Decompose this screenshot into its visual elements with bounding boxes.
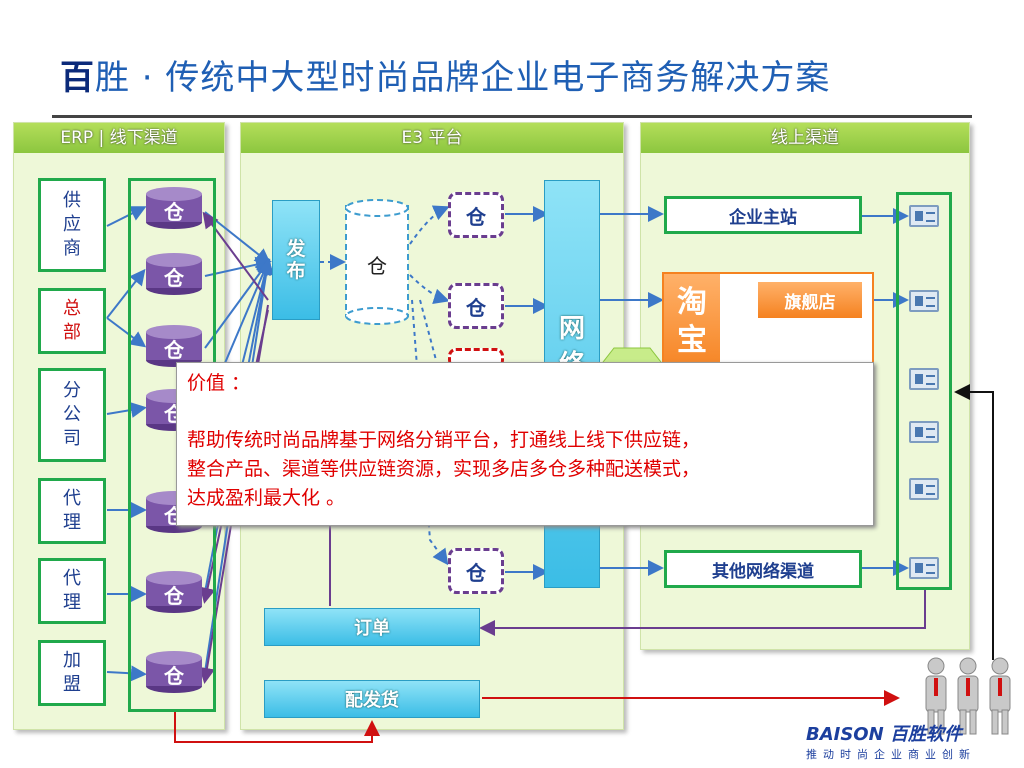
source-supplier: 供 应 商	[38, 178, 106, 272]
source-franchise: 加 盟	[38, 640, 106, 706]
warehouse-cylinder: 仓	[144, 650, 204, 694]
virtual-warehouse: 仓	[344, 198, 410, 326]
channel-main-site: 企业主站	[664, 196, 862, 234]
order-box: 订单	[264, 608, 480, 646]
title-divider	[52, 115, 972, 118]
value-popup: 价值 ： 帮助传统时尚品牌基于网络分销平台，打通线上线下供应链， 整合产品、渠道…	[176, 362, 874, 526]
warehouse-cylinder: 仓	[144, 324, 204, 368]
terminal-icon	[909, 421, 939, 443]
taobao-label: 淘 宝	[664, 274, 720, 374]
source-headquarters: 总 部	[38, 288, 106, 354]
network-warehouse-4: 仓	[448, 548, 504, 594]
value-line-2: 整合产品、渠道等供应链资源，实现多店多仓多种配送模式，	[187, 458, 701, 480]
customers-icon	[918, 656, 1022, 736]
baison-logo: BAISON 百胜软件 推动时尚企业商业创新	[806, 720, 1020, 766]
terminal-icon	[909, 368, 939, 390]
network-warehouse-2: 仓	[448, 283, 504, 329]
panel-online-header: 线上渠道	[641, 123, 969, 153]
terminal-column-frame	[896, 192, 952, 590]
title-first-char: 百	[60, 58, 95, 98]
source-agent-1: 代 理	[38, 478, 106, 544]
channel-flagship-store: 旗舰店	[758, 282, 862, 318]
page-title: 百胜 · 传统中大型时尚品牌企业电子商务解决方案	[60, 50, 960, 99]
warehouse-cylinder: 仓	[144, 252, 204, 296]
logo-slogan: 推动时尚企业商业创新	[806, 748, 976, 761]
terminal-icon	[909, 478, 939, 500]
delivery-box: 配发货	[264, 680, 480, 718]
source-agent-2: 代 理	[38, 558, 106, 624]
value-line-3: 达成盈利最大化 。	[187, 487, 346, 509]
source-branch: 分 公 司	[38, 368, 106, 462]
panel-e3-header: E3 平台	[241, 123, 623, 153]
panel-offline-header: ERP | 线下渠道	[14, 123, 224, 153]
publish-box: 发 布	[272, 200, 320, 320]
terminal-icon	[909, 290, 939, 312]
value-line-1: 帮助传统时尚品牌基于网络分销平台，打通线上线下供应链，	[187, 429, 701, 451]
warehouse-cylinder: 仓	[144, 570, 204, 614]
logo-brand: BAISON 百胜软件	[806, 724, 962, 745]
network-warehouse-1: 仓	[448, 192, 504, 238]
title-rest: 胜 · 传统中大型时尚品牌企业电子商务解决方案	[95, 58, 831, 98]
warehouse-cylinder: 仓	[144, 186, 204, 230]
channel-other-network: 其他网络渠道	[664, 550, 862, 588]
terminal-icon	[909, 557, 939, 579]
terminal-icon	[909, 205, 939, 227]
value-heading: 价值 ：	[187, 372, 251, 394]
